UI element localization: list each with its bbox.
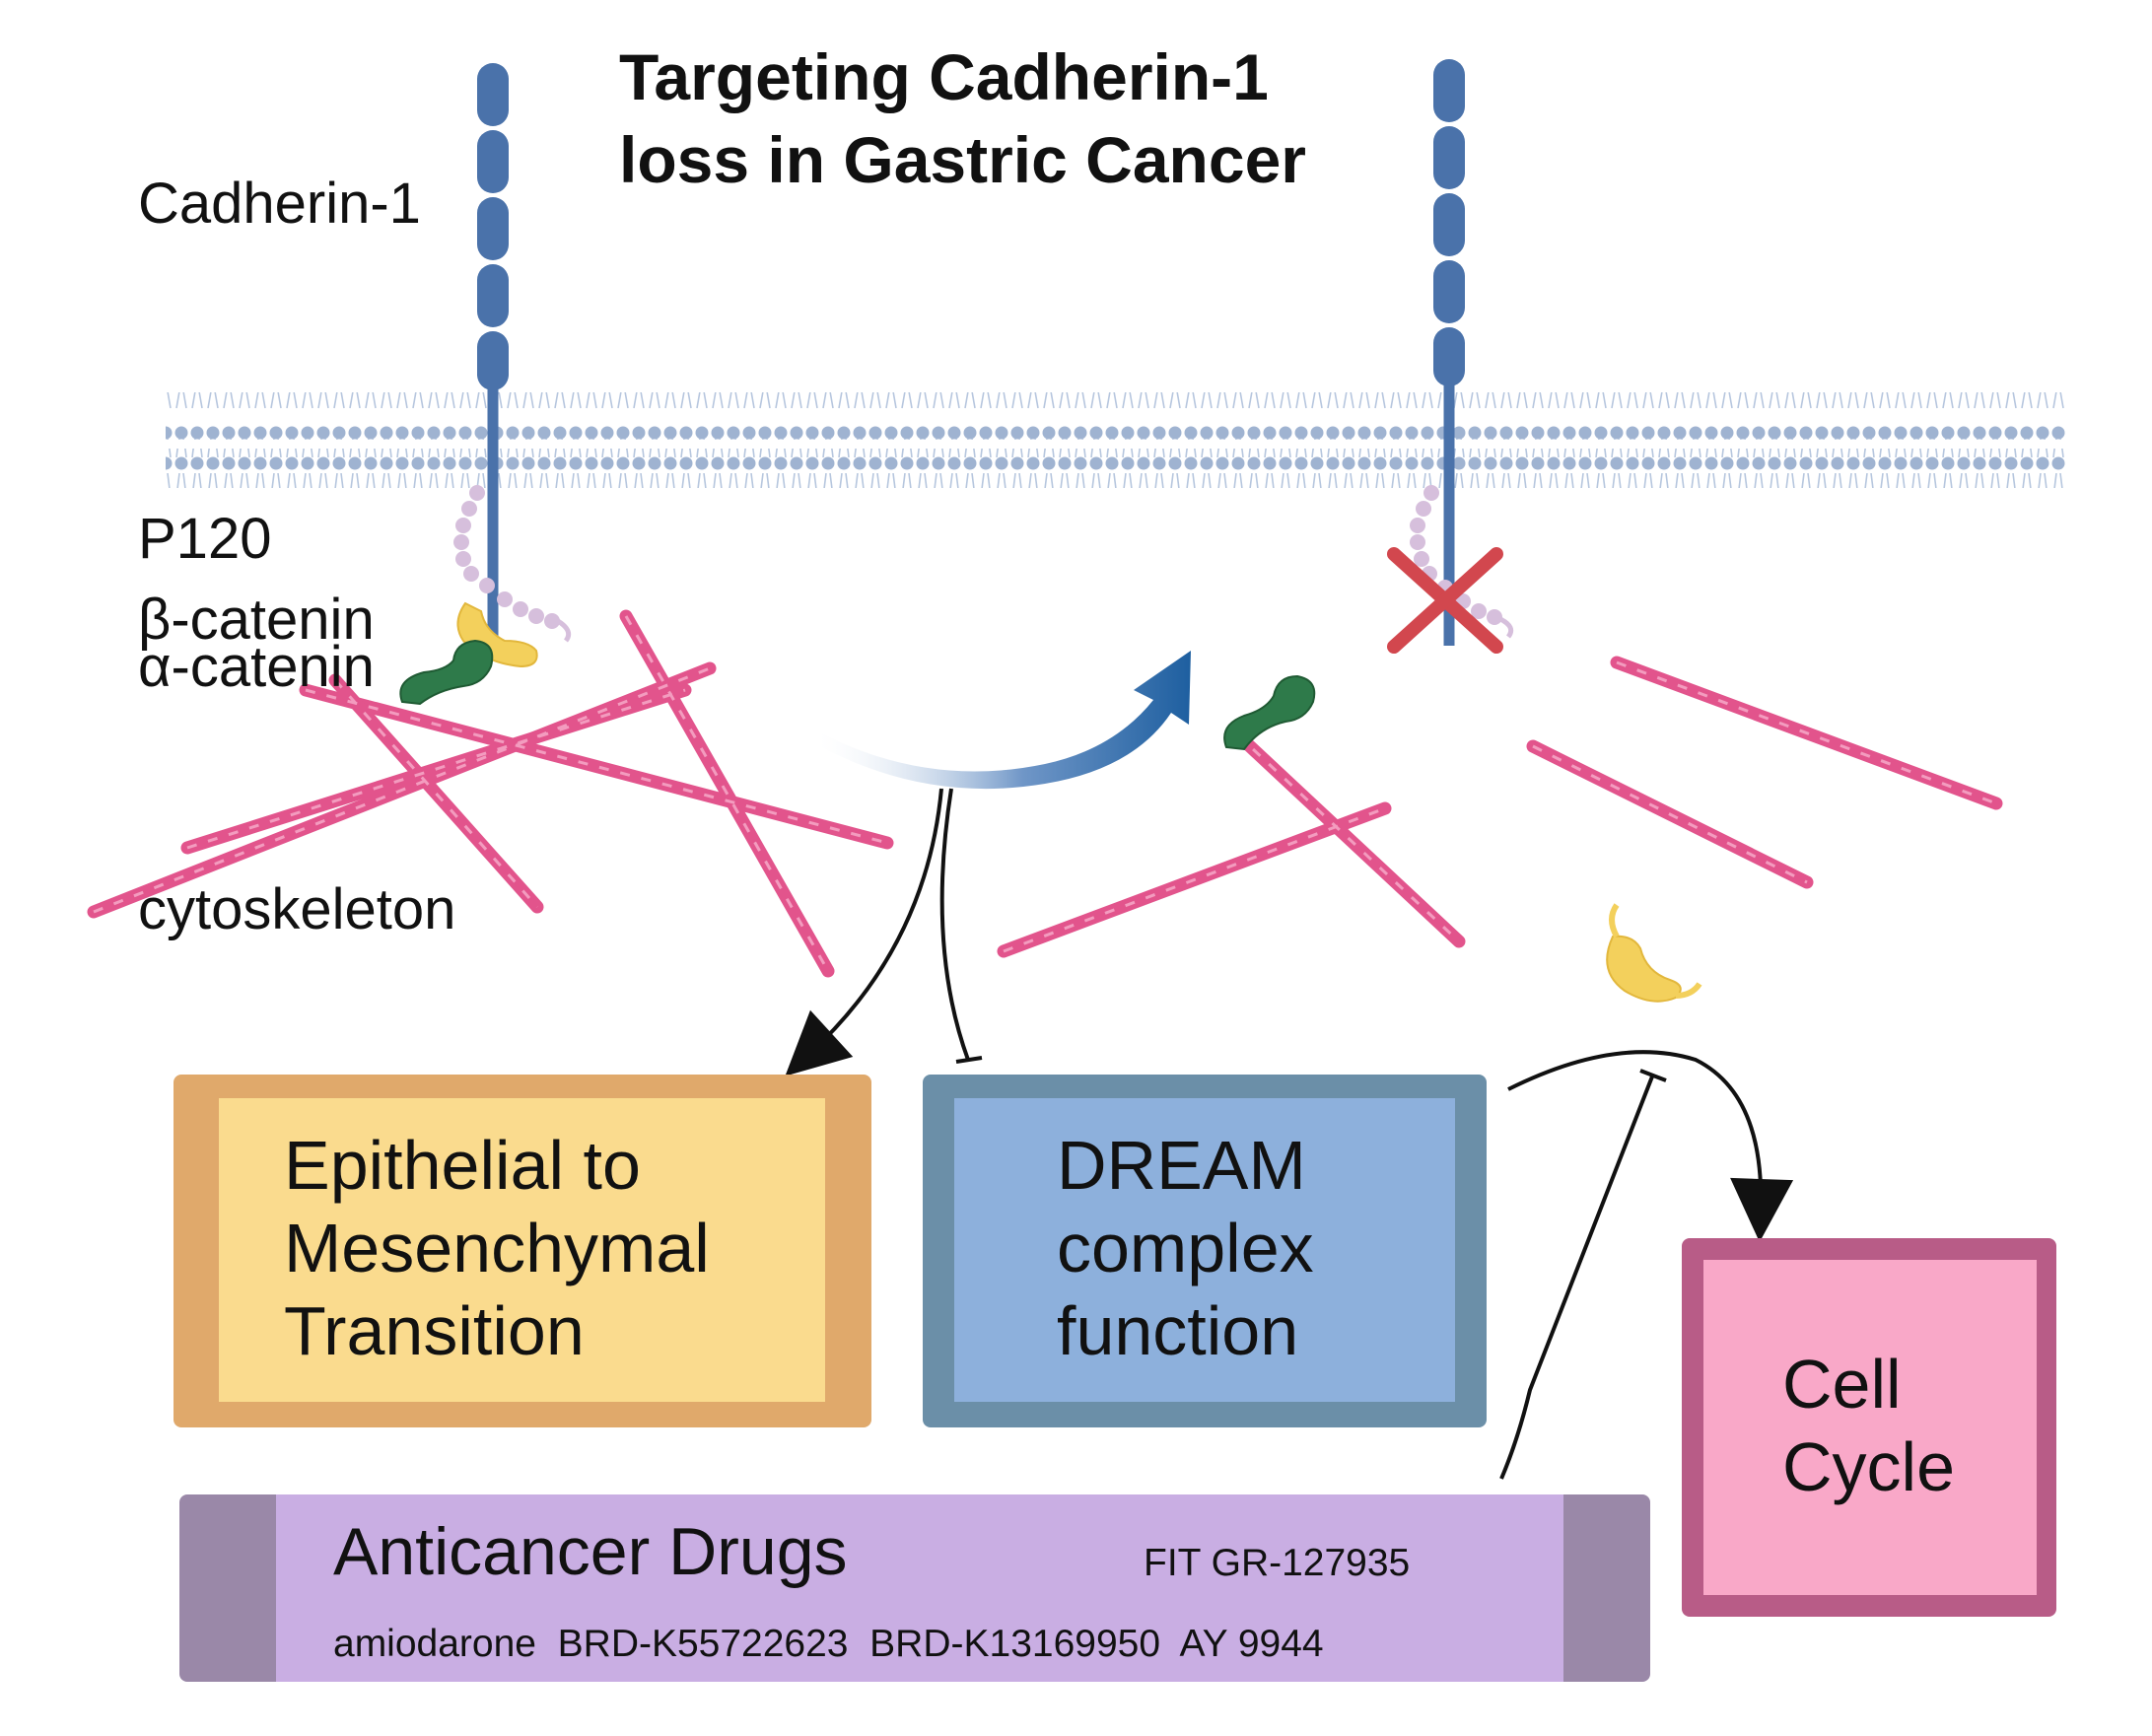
emt-line-1: Epithelial to <box>284 1127 641 1204</box>
drugs-heading: Anticancer Drugs <box>333 1514 848 1589</box>
cell-cycle-label: Cell Cycle <box>1782 1343 1955 1508</box>
alpha-catenin-left <box>399 639 494 706</box>
title-line-2: loss in Gastric Cancer <box>619 123 1306 196</box>
cell-cycle-line-2: Cycle <box>1782 1428 1956 1505</box>
drug-box <box>179 1494 1650 1682</box>
emt-label: Epithelial to Mesenchymal Transition <box>284 1124 710 1372</box>
cell-membrane <box>166 392 2066 488</box>
cytoskeleton-left-twist <box>93 615 888 972</box>
beta-catenin-detached <box>1606 903 1702 1003</box>
drugs-list: amiodarone BRD-K55722623 BRD-K13169950 A… <box>333 1623 1324 1665</box>
label-cadherin: Cadherin-1 <box>138 172 421 236</box>
cell-cycle-line-1: Cell <box>1782 1346 1902 1423</box>
cadherin-1-right <box>1433 59 1465 646</box>
emt-line-3: Transition <box>284 1292 585 1369</box>
cadherin-1-left <box>477 63 509 641</box>
diagram-title: Targeting Cadherin-1 loss in Gastric Can… <box>619 35 1306 201</box>
title-line-1: Targeting Cadherin-1 <box>619 40 1269 113</box>
p120-left <box>453 485 572 643</box>
alpha-catenin-right <box>1223 674 1316 751</box>
activation-arrow-cell-cycle <box>1507 1050 1794 1242</box>
dream-line-3: function <box>1057 1292 1299 1369</box>
dream-line-1: DREAM <box>1057 1127 1306 1204</box>
inhibition-arrow-drugs <box>1499 1069 1667 1480</box>
loss-transition-arrow <box>818 651 1191 790</box>
drugs-top-right: FIT GR-127935 <box>1144 1542 1411 1584</box>
label-p120: P120 <box>138 507 272 571</box>
activation-arrow-emt <box>785 788 943 1076</box>
p120-right <box>1410 485 1514 639</box>
cytoskeleton-right-twist <box>1003 660 1997 953</box>
label-alpha-catenin: α-catenin <box>138 635 375 699</box>
emt-box <box>174 1075 871 1427</box>
emt-line-2: Mesenchymal <box>284 1210 710 1286</box>
dream-box <box>923 1075 1487 1427</box>
label-cytoskeleton: cytoskeleton <box>138 877 456 941</box>
label-beta-catenin: β-catenin <box>138 588 375 652</box>
cell-cycle-box <box>1682 1238 2056 1617</box>
inhibition-arrow-dream <box>939 788 983 1064</box>
dream-label: DREAM complex function <box>1057 1124 1314 1372</box>
loss-cross-icon <box>1387 547 1503 654</box>
dream-line-2: complex <box>1057 1210 1314 1286</box>
